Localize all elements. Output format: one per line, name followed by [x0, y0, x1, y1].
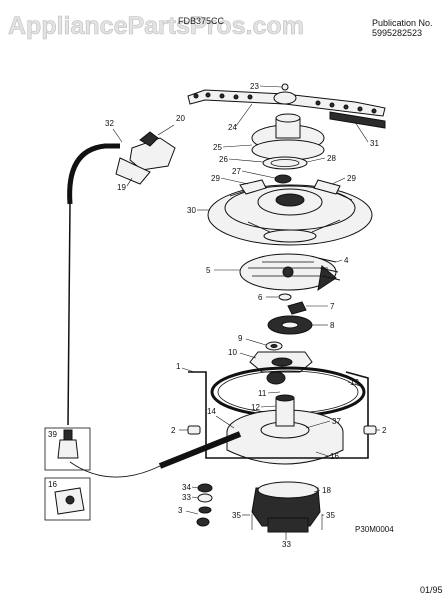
callout-14: 14 [207, 407, 216, 416]
revision-date: 01/95 [420, 585, 443, 595]
callout-29-left: 29 [211, 174, 220, 183]
filter-screen [239, 253, 337, 292]
callout-7: 7 [330, 302, 335, 311]
shaft-seal [265, 341, 283, 351]
callout-2-right: 2 [382, 426, 387, 435]
diagram-code: P30M0004 [355, 525, 394, 534]
callout-10: 10 [228, 348, 237, 357]
callout-23: 23 [250, 82, 259, 91]
callout-5: 5 [206, 266, 211, 275]
callout-33-upper: 33 [182, 493, 191, 502]
wire-harness [67, 143, 120, 426]
clip-and-washer [278, 293, 307, 315]
screw-set [317, 257, 341, 281]
tower-seals [262, 156, 308, 184]
callout-labels: 23 24 25 26 27 28 29 29 30 31 32 20 19 5… [48, 82, 387, 549]
callout-16-inset: 16 [48, 480, 57, 489]
publication-number: 5995282523 [372, 28, 422, 38]
callout-30: 30 [187, 206, 196, 215]
inlet-tube [69, 431, 242, 478]
callout-16: 16 [330, 452, 339, 461]
callout-27: 27 [232, 167, 241, 176]
callout-29-right: 29 [347, 174, 356, 183]
publication-label: Publication No. [372, 18, 433, 28]
callout-39: 39 [48, 430, 57, 439]
callout-34: 34 [182, 483, 191, 492]
mount-hardware [196, 483, 213, 527]
callout-9: 9 [238, 334, 243, 343]
callout-19: 19 [117, 183, 126, 192]
callout-24: 24 [228, 123, 237, 132]
callout-11: 11 [258, 389, 267, 398]
watermark: AppliancePartsPros.com [8, 12, 304, 40]
callout-28: 28 [327, 154, 336, 163]
callout-6: 6 [258, 293, 263, 302]
callout-35-right: 35 [326, 511, 335, 520]
spray-arm [187, 83, 386, 117]
callout-25: 25 [213, 143, 222, 152]
callout-32: 32 [105, 119, 114, 128]
impeller [267, 315, 313, 335]
callout-2-left: 2 [171, 426, 176, 435]
callout-26: 26 [219, 155, 228, 164]
spray-tower-cap [251, 113, 325, 161]
callout-13: 13 [350, 378, 359, 387]
inset-bracket [44, 477, 91, 521]
mounting-bracket [115, 131, 176, 185]
inset-fill-valve [44, 427, 91, 471]
drain-hose [188, 371, 369, 459]
callout-1: 1 [176, 362, 181, 371]
hose-clamp-left [187, 425, 201, 435]
callout-31: 31 [370, 139, 379, 148]
callout-33-lower: 33 [282, 540, 291, 549]
deflector-strip [329, 111, 386, 129]
callout-4: 4 [344, 256, 349, 265]
lower-wash-arm [207, 179, 373, 246]
callout-12: 12 [251, 403, 260, 412]
callout-18: 18 [322, 486, 331, 495]
callout-37: 37 [332, 417, 341, 426]
model-number: FDB375CC [178, 16, 225, 26]
callout-3: 3 [178, 506, 183, 515]
motor-bolts [251, 514, 323, 530]
pump-motor [251, 481, 321, 533]
sump-assembly [226, 371, 344, 465]
callout-8: 8 [330, 321, 335, 330]
hose-clamp-right [363, 425, 377, 435]
callout-35-left: 35 [232, 511, 241, 520]
callout-20: 20 [176, 114, 185, 123]
